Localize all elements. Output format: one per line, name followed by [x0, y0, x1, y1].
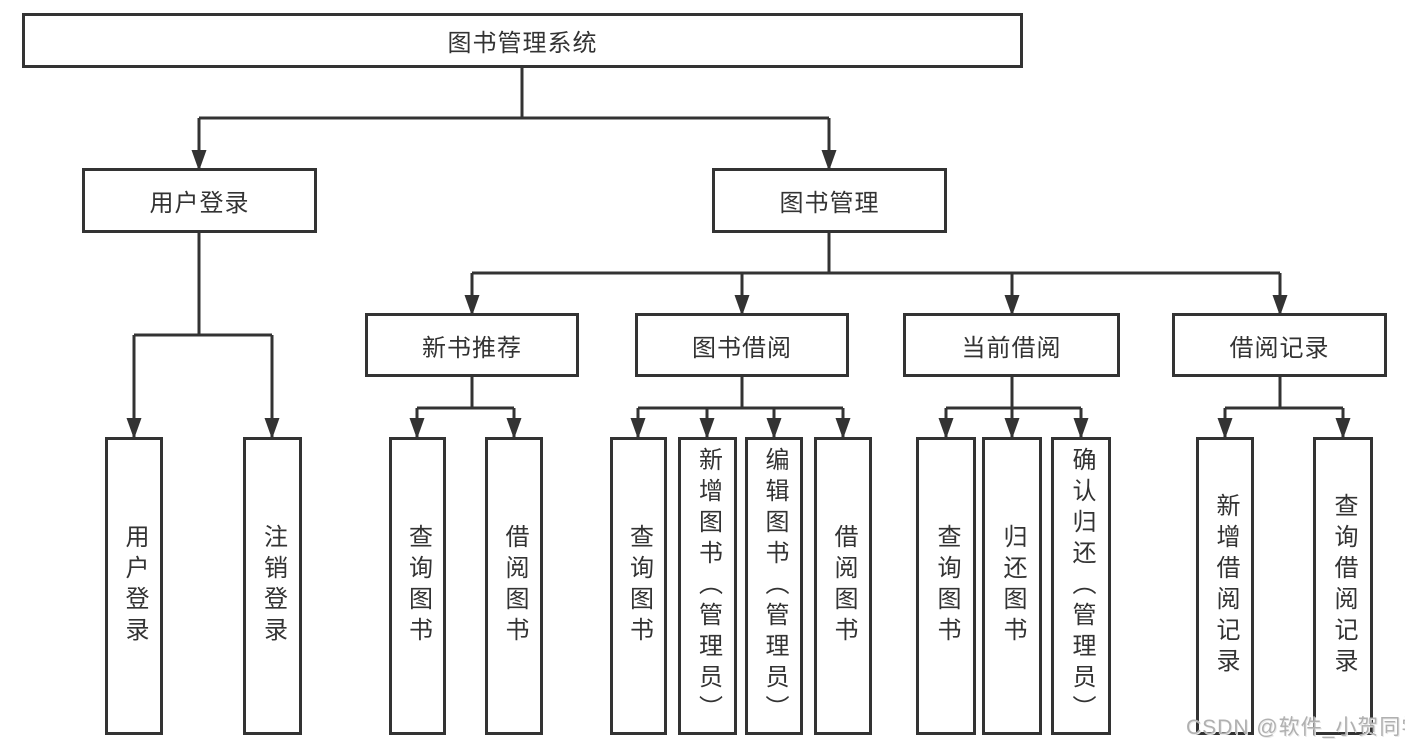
node-label: 用户登录: [121, 524, 148, 648]
node-label: 归还图书: [999, 524, 1026, 648]
leaf-edit-books-admin: 编辑图书（管理员）: [745, 437, 803, 735]
node-label: 查询图书: [625, 524, 653, 648]
node-label: 查询图书: [404, 524, 432, 648]
node-label: 借阅图书: [830, 524, 857, 648]
node-label: 查询借阅记录: [1330, 493, 1357, 679]
leaf-confirm-return-admin: 确认归还（管理员）: [1051, 437, 1111, 735]
node-label: 图书管理系统: [447, 30, 598, 57]
node-label: 借阅记录: [1229, 334, 1330, 362]
node-book-management: 图书管理: [712, 168, 947, 233]
leaf-user-login: 用户登录: [105, 437, 163, 735]
leaf-current-query-books: 查询图书: [916, 437, 976, 735]
node-new-book-recommendation: 新书推荐: [365, 313, 579, 377]
node-borrowing-records: 借阅记录: [1172, 313, 1387, 377]
node-label: 借阅图书: [501, 524, 528, 648]
node-label: 编辑图书（管理员）: [761, 446, 788, 726]
node-current-borrowing: 当前借阅: [903, 313, 1120, 377]
node-library-management-system: 图书管理系统: [22, 13, 1023, 68]
node-label: 确认归还（管理员）: [1068, 446, 1095, 726]
leaf-logout-login: 注销登录: [243, 437, 302, 735]
node-book-borrowing: 图书借阅: [635, 313, 849, 377]
node-label: 图书管理: [779, 190, 880, 217]
node-label: 查询图书: [933, 524, 960, 648]
node-label: 当前借阅: [961, 334, 1062, 362]
node-label: 新书推荐: [422, 334, 522, 362]
leaf-query-borrow-record: 查询借阅记录: [1313, 437, 1373, 735]
leaf-add-borrow-record: 新增借阅记录: [1196, 437, 1254, 735]
tree-branch-lines: [134, 68, 1343, 410]
node-label: 图书借阅: [692, 334, 792, 362]
leaf-borrowing-borrow-books: 借阅图书: [814, 437, 872, 735]
tree-arrow-lines: [126, 118, 1351, 439]
leaf-recommend-borrow-books: 借阅图书: [485, 437, 543, 735]
node-label: 注销登录: [259, 524, 287, 648]
node-label: 用户登录: [149, 190, 250, 217]
leaf-add-books-admin: 新增图书（管理员）: [678, 437, 737, 735]
node-label: 新增图书（管理员）: [694, 446, 722, 726]
node-user-login: 用户登录: [82, 168, 317, 233]
node-label: 新增借阅记录: [1212, 493, 1239, 679]
csdn-watermark: CSDN @软件_小贺同学: [1186, 716, 1405, 739]
leaf-return-books: 归还图书: [982, 437, 1042, 735]
leaf-borrowing-query-books: 查询图书: [610, 437, 667, 735]
leaf-recommend-query-books: 查询图书: [389, 437, 446, 735]
